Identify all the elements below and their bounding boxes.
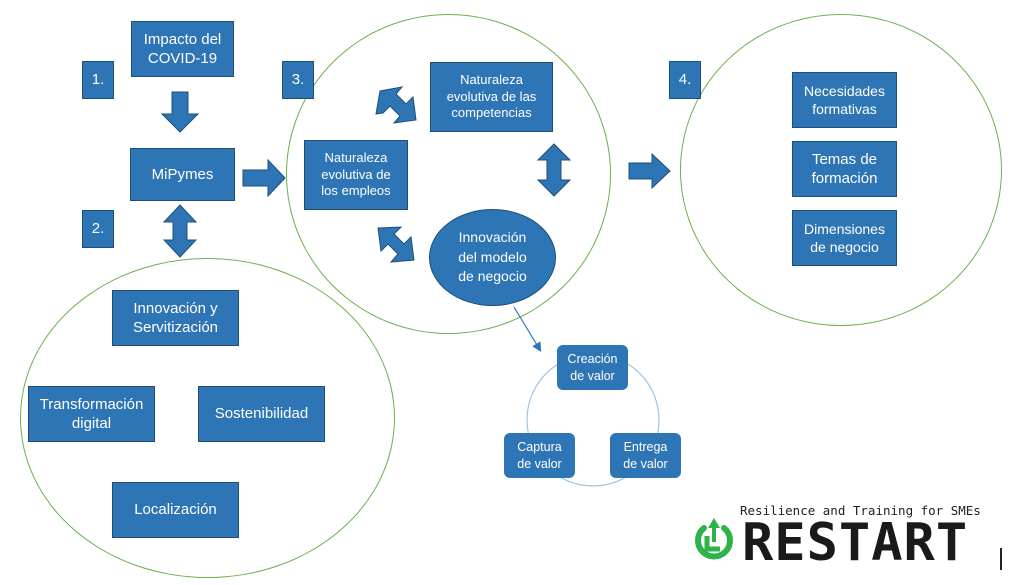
innovation-servitization-box: Innovación y Servitización [112, 290, 239, 346]
group-2-circle [20, 258, 395, 578]
group-4-circle [680, 14, 1002, 326]
training-needs-box: Necesidades formativas [792, 72, 897, 128]
value-delivery-node: Entrega de valor [610, 433, 681, 478]
value-capture-node: Captura de valor [504, 433, 575, 478]
covid-impact-box: Impacto del COVID-19 [131, 21, 234, 77]
arrow-down-covid-mipymes [160, 91, 200, 133]
business-model-innovation-ellipse: Innovación del modelo de negocio [429, 209, 556, 306]
step-3-badge: 3. [282, 61, 314, 99]
step-2-badge: 2. [82, 210, 114, 248]
digital-transformation-box: Transformación digital [28, 386, 155, 442]
text-cursor [1000, 548, 1002, 570]
evolving-jobs-box: Naturaleza evolutiva de los empleos [304, 140, 408, 210]
power-icon [695, 518, 733, 560]
sustainability-box: Sostenibilidad [198, 386, 325, 442]
arrow-right-group3-group4 [628, 152, 671, 190]
logo-tagline: Resilience and Training for SMEs [740, 503, 981, 518]
group-3-circle [286, 14, 611, 334]
mipymes-box: MiPymes [130, 148, 235, 201]
arrow-right-mipymes-group3 [242, 158, 286, 198]
business-dimensions-box: Dimensiones de negocio [792, 210, 897, 266]
logo-wordmark: RESTART [742, 513, 969, 573]
evolving-competencies-box: Naturaleza evolutiva de las competencias [430, 62, 553, 132]
arrow-double-competencias-innovacion [536, 143, 572, 197]
connector-innovacion-cycle [513, 306, 542, 353]
arrow-double-mipymes-group2 [162, 204, 198, 258]
arrow-double-empleos-competencias [375, 86, 417, 124]
arrow-double-empleos-innovacion [377, 226, 415, 263]
step-1-badge: 1. [82, 61, 114, 99]
step-4-badge: 4. [669, 61, 701, 99]
localization-box: Localización [112, 482, 239, 538]
value-creation-node: Creación de valor [557, 345, 628, 390]
training-topics-box: Temas de formación [792, 141, 897, 197]
